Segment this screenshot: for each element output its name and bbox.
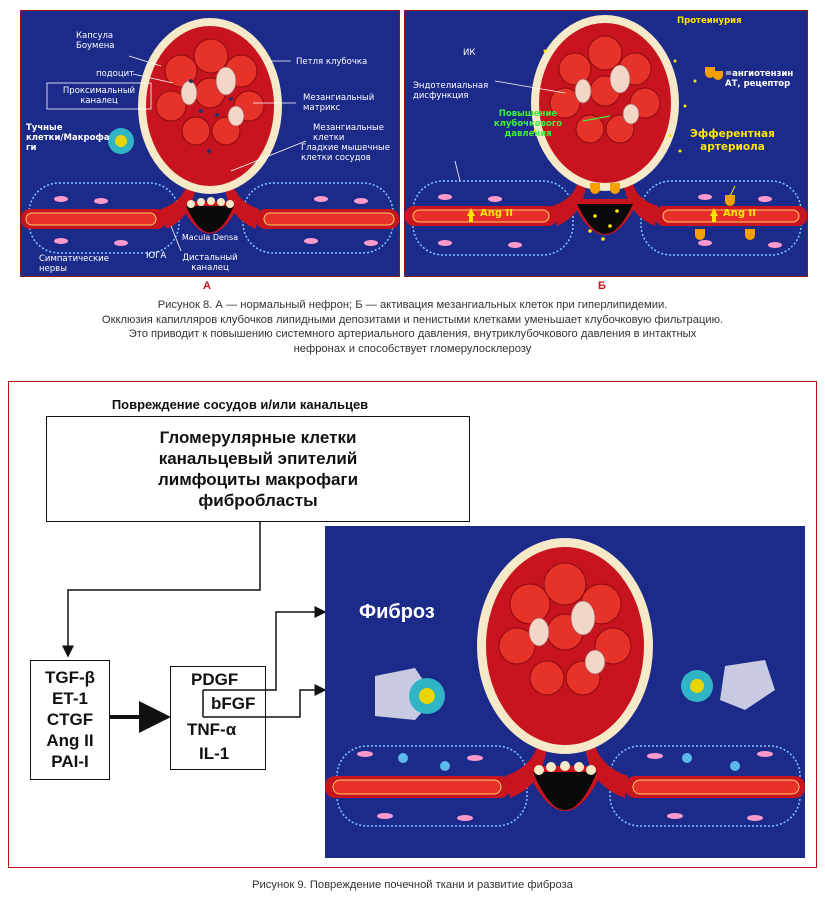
label-ik: ИК <box>463 48 476 58</box>
figure8-label: Рисунок 8. <box>157 299 213 311</box>
label-podocyte: подоцит <box>96 69 135 79</box>
cytokine-bfgf: bFGF <box>211 694 256 713</box>
label-proteinuria: Протеинурия <box>677 16 742 26</box>
fibrosis-nephron-graphic <box>325 538 805 827</box>
source-cells-line-1: Гломерулярные клетки <box>159 428 357 447</box>
label-sympathetic-nerves: Симпатические нервы <box>39 254 109 274</box>
label-mesangial-cells: Мезангиальные клетки <box>313 123 384 143</box>
growth-factors-box: TGF-β ET-1 CTGF Ang II PAI-I <box>30 660 110 780</box>
source-cells-line-3: лимфоциты макрофаги <box>157 470 359 489</box>
panel-letter-a: А <box>203 280 211 292</box>
figure9-header: Повреждение сосудов и/или канальцев <box>111 397 369 412</box>
label-ang-ii-left: Ang II <box>480 208 513 219</box>
figure8-caption: Рисунок 8. А — нормальный нефрон; Б — ак… <box>5 298 820 356</box>
figure8-caption-line-1: А — нормальный нефрон; Б — активация мез… <box>212 299 668 311</box>
factor-tgf-beta: TGF-β <box>44 668 96 687</box>
label-angiotensin-legend: =ангиотензин АТ, рецептор <box>725 69 794 89</box>
label-smooth-muscle: Гладкие мышечные клетки сосудов <box>301 143 390 163</box>
factor-ctgf: CTGF <box>46 710 94 729</box>
label-juga: ЮГА <box>146 251 167 261</box>
fibrosis-label: Фиброз <box>359 601 435 623</box>
figure8-panel-a: Капсула Боумена Петля клубочка подоцит П… <box>20 10 400 277</box>
cytokines-box: PDGF bFGF TNF-α IL-1 <box>170 666 266 770</box>
figure8-caption-line-2: Окклюзия капилляров клубочков липидными … <box>101 313 724 326</box>
source-cells-line-2: канальцевый эпителий <box>158 449 358 468</box>
label-proximal-tubule: Проксимальный каналец <box>62 86 136 106</box>
figure8-panel-b: Протеинурия ИК Эндотелиальная дисфункция… <box>404 10 808 277</box>
label-mast-cells: Тучные клетки/Макрофа ги <box>26 123 110 153</box>
label-mesangial-matrix: Мезангиальный матрикс <box>303 93 375 113</box>
label-endothelial-dysfunction: Эндотелиальная дисфункция <box>413 81 489 101</box>
factor-ang-ii: Ang II <box>46 731 94 750</box>
cytokine-tnf-alpha: TNF-α <box>187 720 237 739</box>
figure9-frame <box>8 381 817 868</box>
cytokine-il-1: IL-1 <box>199 744 230 763</box>
label-distal-tubule: Дистальный каналец <box>182 253 238 273</box>
figure8-caption-line-4: нефронах и способствует гломерулосклероз… <box>293 342 532 355</box>
label-macula-densa: Macula Densa <box>181 233 239 242</box>
label-bowman-capsule: Капсула Боумена <box>76 31 115 51</box>
source-cells-line-4: фибробласты <box>198 491 318 510</box>
label-increased-pressure: Повышение клубочкового давления <box>493 109 563 139</box>
angiotensin-legend-icon <box>713 71 723 80</box>
figure8-caption-line-3: Это приводит к повышению системного арте… <box>128 328 697 340</box>
source-cells-box: Гломерулярные клетки канальцевый эпители… <box>46 416 470 522</box>
fibrosis-illustration: Фиброз <box>325 526 805 858</box>
nephron-illustration-a <box>21 18 399 254</box>
cytokine-pdgf: PDGF <box>191 670 239 689</box>
nephron-illustration-b <box>405 15 807 256</box>
label-efferent-arteriole: Эфферентная артериола <box>690 128 775 153</box>
factor-et-1: ET-1 <box>52 689 88 708</box>
label-glomerular-loop: Петля клубочка <box>296 57 368 67</box>
panel-letter-b: Б <box>598 280 606 292</box>
label-ang-ii-right: Ang II <box>723 208 756 219</box>
figure9-caption: Рисунок 9. Повреждение почечной ткани и … <box>252 879 573 891</box>
factor-pai-i: PAI-I <box>51 752 89 771</box>
